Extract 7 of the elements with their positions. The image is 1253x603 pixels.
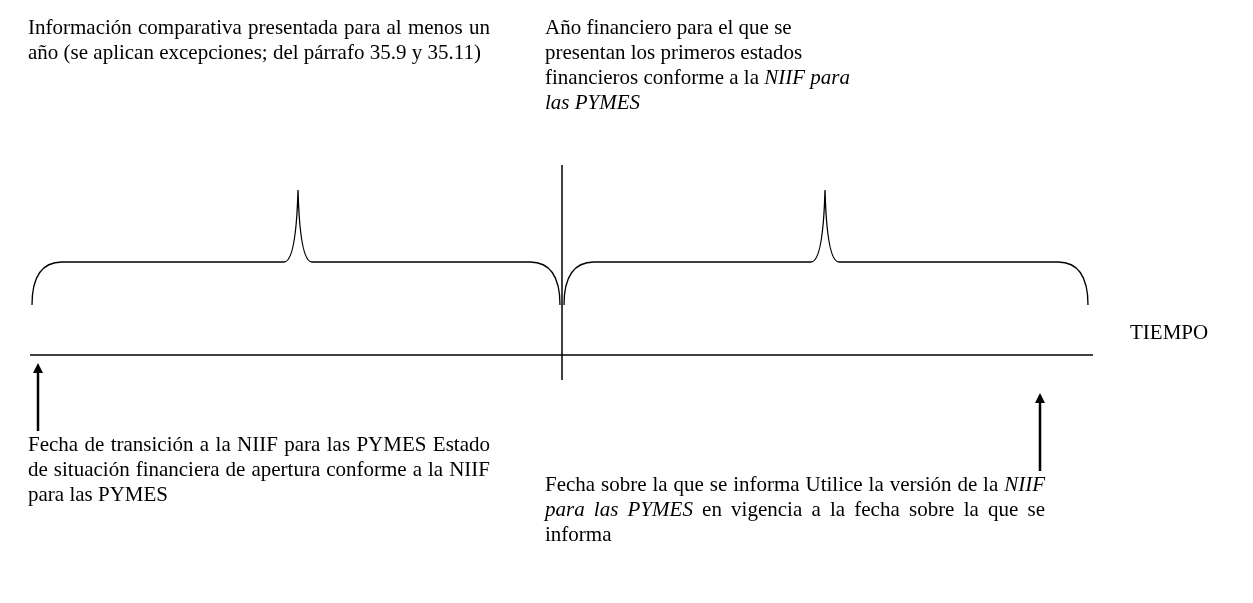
- date-description: Fecha de transición a la NIIF para las PYMES Estado de situación financiera de apertura conforme a la NIIF para las PYMES: [28, 432, 490, 507]
- arrow: [33, 363, 43, 431]
- arrow: [1035, 393, 1045, 471]
- bracket-caption: Año financiero para el que se presentan los primeros estados financieros conforme a la NIIF para las PYMES: [545, 15, 851, 115]
- axis-label: TIEMPO: [1130, 320, 1210, 345]
- bracket-caption: Información comparativa presentada para al menos un año (se aplican excepciones; del párrafo 35.9 y 35.11): [28, 15, 490, 65]
- date-description: Fecha sobre la que se informa Utilice la versión de la NIIF para las PYMES en vigencia a la fecha sobre la que se informa: [545, 472, 1095, 547]
